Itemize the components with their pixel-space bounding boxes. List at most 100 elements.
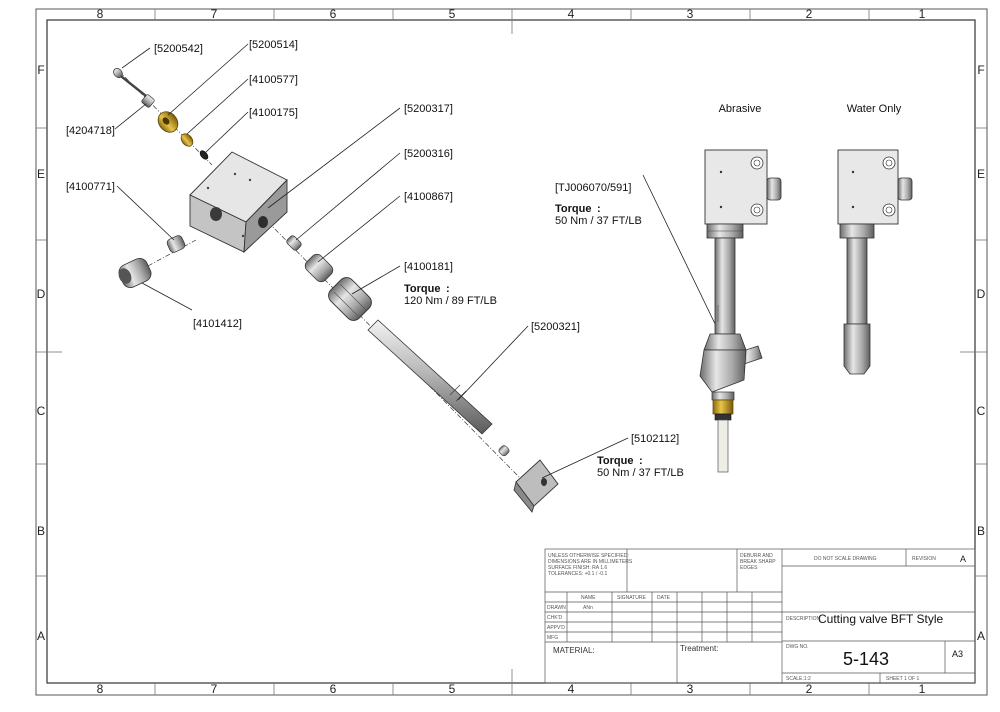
part-5200542 <box>113 68 147 97</box>
torque-value-tj006070: 50 Nm / 37 FT/LB <box>555 215 642 227</box>
view-title-water-only: Water Only <box>847 103 902 115</box>
part-4100175 <box>199 150 209 160</box>
torque-value-4100181: 120 Nm / 89 FT/LB <box>404 295 497 307</box>
tb-row-mfg: MFG <box>547 635 558 641</box>
part-valve-body <box>189 151 288 254</box>
zone-col-top: 4 <box>568 7 575 21</box>
title-block-text: UNLESS OTHERWISE SPECIFIED: DIMENSIONS A… <box>547 553 966 682</box>
zone-row-right: B <box>977 524 985 538</box>
tb-col-date: DATE <box>657 595 671 601</box>
part-4100867 <box>304 253 334 283</box>
tb-notes-3: SURFACE FINISH: RA 1.6 <box>548 565 607 571</box>
part-ball <box>498 445 510 457</box>
callout-5200514: [5200514] <box>249 39 298 51</box>
part-4100577 <box>180 133 194 147</box>
zone-row-left: D <box>37 287 46 301</box>
tb-deburr-2: BREAK SHARP <box>740 559 776 565</box>
inner-border <box>46 19 976 684</box>
tb-notes-2: DIMENSIONS ARE IN MILLIMETERS <box>548 559 633 565</box>
zone-row-right: D <box>977 287 986 301</box>
view-title-abrasive: Abrasive <box>719 103 762 115</box>
zone-row-right: C <box>977 404 986 418</box>
zone-col-bottom: 1 <box>919 682 926 696</box>
svg-text::: : <box>639 455 643 467</box>
zone-row-left: E <box>37 167 45 181</box>
zone-col-bottom: 4 <box>568 682 575 696</box>
tb-sheet: SHEET 1 OF 1 <box>886 676 919 682</box>
tb-deburr-3: EDGES <box>740 565 758 571</box>
zone-row-left: F <box>37 63 44 77</box>
tb-deburr-1: DEBURR AND <box>740 553 773 559</box>
zone-row-left: B <box>37 524 45 538</box>
part-4101412 <box>118 258 152 288</box>
zone-row-labels: F E D C B A F E D C B A <box>37 63 986 643</box>
torque-label-5102112: Torque <box>597 455 633 467</box>
zone-col-top: 5 <box>449 7 456 21</box>
callout-5102112: [5102112] <box>631 433 679 445</box>
tb-do-not-scale: DO NOT SCALE DRAWING <box>814 556 877 562</box>
zone-ticks <box>36 9 987 695</box>
zone-col-top: 1 <box>919 7 926 21</box>
torque-label-tj006070: Torque <box>555 203 591 215</box>
zone-col-bottom: 6 <box>330 682 337 696</box>
zone-col-bottom: 2 <box>806 682 813 696</box>
callout-5200316: [5200316] <box>404 148 453 160</box>
tb-description-label: DESCRIPTION: <box>786 616 822 622</box>
callout-4100867: [4100867] <box>404 191 453 203</box>
callout-4101412: [4101412] <box>193 318 242 330</box>
tb-row-drawn: DRAWN <box>547 605 566 611</box>
zone-col-bottom: 8 <box>97 682 104 696</box>
callout-5200321: [5200321] <box>531 321 580 333</box>
zone-col-top: 6 <box>330 7 337 21</box>
title-block-grid <box>544 548 976 684</box>
zone-column-labels: 8 7 6 5 4 3 2 1 8 7 6 5 4 3 2 1 <box>97 7 926 696</box>
tb-dwg-no-label: DWG NO. <box>786 644 809 650</box>
tb-dwg-no: 5-143 <box>843 649 889 669</box>
tb-notes-1: UNLESS OTHERWISE SPECIFIED: <box>548 553 629 559</box>
part-5102112 <box>513 459 559 513</box>
zone-col-bottom: 3 <box>687 682 694 696</box>
part-4100771 <box>166 235 186 253</box>
callout-4100181: [4100181] <box>404 261 453 273</box>
tb-description: Cutting valve BFT Style <box>818 612 943 626</box>
svg-text::: : <box>446 283 450 295</box>
callout-5200542: [5200542] <box>154 43 203 55</box>
torque-label-4100181: Torque <box>404 283 440 295</box>
zone-col-bottom: 5 <box>449 682 456 696</box>
zone-row-left: C <box>37 404 46 418</box>
tb-notes-4: TOLERANCES: +0.1 / -0.1 <box>548 571 607 577</box>
assembly-abrasive <box>699 149 782 473</box>
torque-value-5102112: 50 Nm / 37 FT/LB <box>597 467 684 479</box>
zone-col-top: 7 <box>211 7 218 21</box>
tb-col-name: NAME <box>581 595 596 601</box>
callout-4100577: [4100577] <box>249 74 298 86</box>
part-4100181 <box>328 277 372 321</box>
part-5200321 <box>367 319 493 435</box>
tb-treatment: Treatment: <box>680 644 718 653</box>
tb-material: MATERIAL: <box>553 646 595 655</box>
tb-scale: SCALE:1:2 <box>786 676 811 682</box>
zone-row-right: F <box>977 63 984 77</box>
part-5200514 <box>157 111 179 133</box>
zone-col-bottom: 7 <box>211 682 218 696</box>
zone-col-top: 8 <box>97 7 104 21</box>
part-5200316 <box>286 235 302 251</box>
tb-drawn-by: ANn <box>583 605 593 611</box>
callout-tj006070: [TJ006070/591] <box>555 182 631 194</box>
tb-col-signature: SIGNATURE <box>617 595 646 601</box>
zone-col-top: 2 <box>806 7 813 21</box>
zone-row-right: A <box>977 629 985 643</box>
assembly-water-only <box>837 149 913 375</box>
leader-lines <box>114 43 719 479</box>
tb-size: A3 <box>952 649 963 659</box>
tb-revision-label: REVISION <box>912 556 936 562</box>
zone-col-top: 3 <box>687 7 694 21</box>
tb-row-appvd: APPV'D <box>547 625 565 631</box>
callout-4100175: [4100175] <box>249 107 298 119</box>
tb-row-chkd: CHK'D <box>547 615 563 621</box>
zone-row-right: E <box>977 167 985 181</box>
callout-4100771: [4100771] <box>66 181 115 193</box>
tb-revision: A <box>960 554 966 564</box>
svg-text::: : <box>597 203 601 215</box>
